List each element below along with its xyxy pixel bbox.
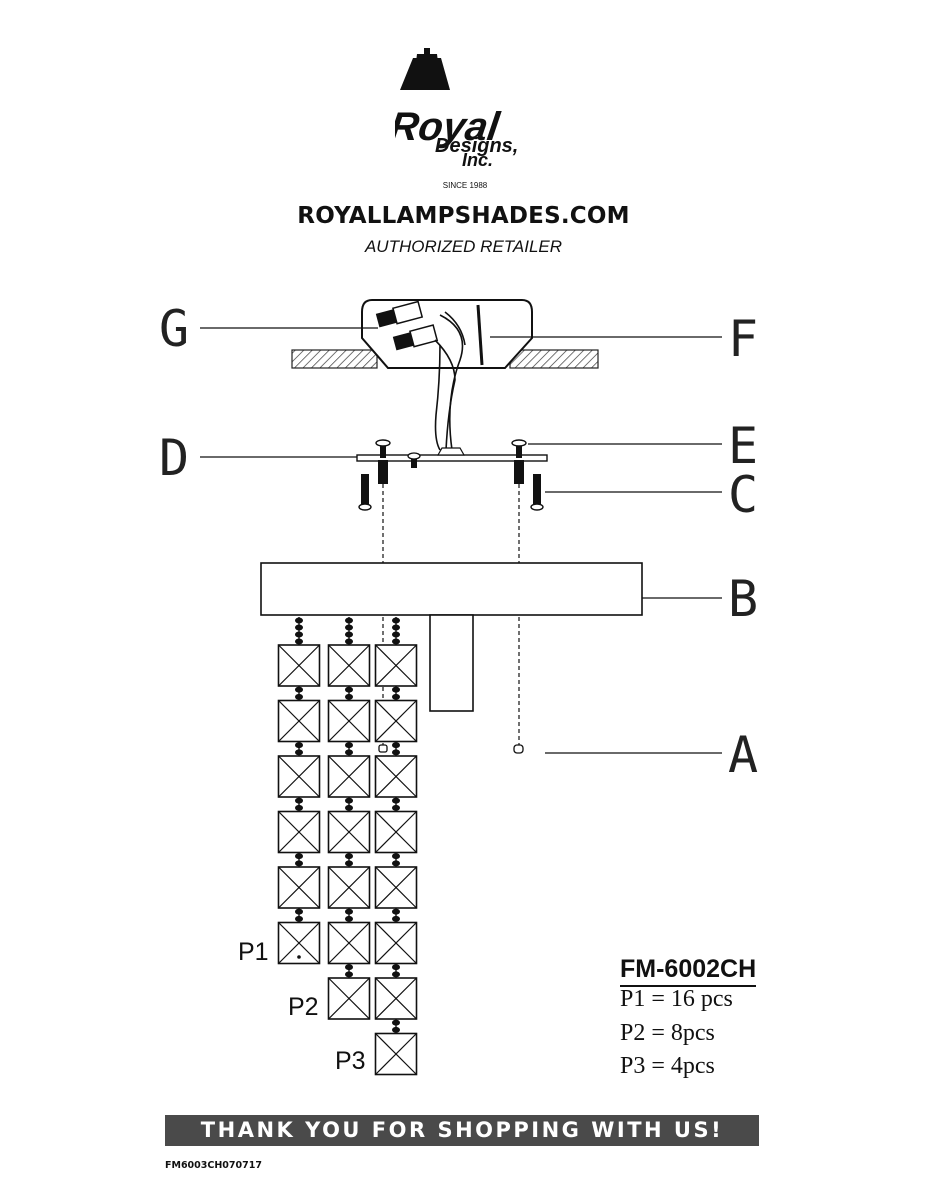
crystal-prism xyxy=(277,866,321,909)
model-number: FM-6002CH xyxy=(620,955,757,987)
crystal-prism xyxy=(327,977,371,1020)
crystal-link xyxy=(392,908,400,923)
canopy xyxy=(260,562,643,616)
mounting-strap xyxy=(356,447,548,462)
crystal-prism xyxy=(327,866,371,909)
crystal-prism xyxy=(327,810,371,854)
callout-g: G xyxy=(159,300,190,358)
callout-c: C xyxy=(728,466,759,524)
crystal-link xyxy=(392,852,400,867)
p1-count: P1 = 16 pcs xyxy=(620,986,733,1012)
crystal-prism xyxy=(374,644,418,687)
crystal-prism xyxy=(277,810,321,854)
crystal-link xyxy=(295,908,303,923)
crystal-link xyxy=(392,1019,400,1034)
crystal-link xyxy=(345,741,353,756)
crystal-link xyxy=(295,741,303,756)
crystal-link xyxy=(392,617,400,645)
crystal-link xyxy=(392,963,400,978)
logo-brand-line1: Royal xyxy=(395,104,503,149)
crystal-link xyxy=(295,617,303,645)
logo-brand-line2: Designs, xyxy=(435,135,518,157)
crystal-link xyxy=(295,852,303,867)
crystal-prism xyxy=(277,644,321,687)
part-label-p1: P1 xyxy=(238,938,269,966)
crystal-prism xyxy=(327,921,371,965)
mounting-bolts xyxy=(358,474,544,511)
p3-count: P3 = 4pcs xyxy=(620,1053,715,1079)
crystal-prism xyxy=(374,866,418,909)
callout-d: D xyxy=(159,429,190,487)
crystal-prism xyxy=(374,755,418,798)
callout-f: F xyxy=(728,310,759,368)
wire-connectors xyxy=(375,300,439,351)
part-label-p2: P2 xyxy=(288,993,319,1021)
crystal-link xyxy=(295,686,303,701)
retailer-subtitle: AUTHORIZED RETAILER xyxy=(364,237,563,256)
lamp-icon xyxy=(400,48,450,90)
cap-nuts xyxy=(378,744,524,754)
crystal-link xyxy=(295,797,303,812)
leader-lines xyxy=(200,327,722,754)
ceiling xyxy=(291,349,599,369)
crystal-prism xyxy=(374,921,418,965)
junction-box xyxy=(361,299,533,369)
crystal-link xyxy=(345,617,353,645)
royal-designs-logo: Royal Designs, Inc. SINCE 1988 xyxy=(395,48,518,190)
crystal-link xyxy=(392,797,400,812)
crystal-prism xyxy=(374,810,418,854)
crystal-link xyxy=(345,797,353,812)
part-label-p3: P3 xyxy=(335,1047,366,1075)
crystal-link xyxy=(345,686,353,701)
crystal-prism xyxy=(327,755,371,798)
callout-a: A xyxy=(728,726,759,784)
crystal-prism xyxy=(374,977,418,1020)
light-socket xyxy=(429,614,474,712)
crystal-prism xyxy=(327,699,371,743)
crystal-link xyxy=(392,741,400,756)
p2-count: P2 = 8pcs xyxy=(620,1020,715,1046)
logo-since: SINCE 1988 xyxy=(443,181,488,190)
website-url: ROYALLAMPSHADES.COM xyxy=(297,203,630,229)
crystal-link xyxy=(392,686,400,701)
crystal-prism xyxy=(374,1032,418,1076)
thank-you-banner: THANK YOU FOR SHOPPING WITH US! xyxy=(165,1115,759,1146)
crystal-prism xyxy=(374,699,418,743)
crystal-strands xyxy=(277,617,418,1076)
callout-e: E xyxy=(728,417,759,475)
mounting-screws xyxy=(375,439,527,484)
logo-brand-line3: Inc. xyxy=(462,150,493,170)
crystal-link xyxy=(345,908,353,923)
document-code: FM6003CH070717 xyxy=(165,1160,262,1171)
crystal-link xyxy=(345,963,353,978)
crystal-marker-dot xyxy=(297,955,301,959)
callout-b: B xyxy=(728,570,759,628)
crystal-prism xyxy=(277,755,321,798)
crystal-prism xyxy=(327,644,371,687)
wires xyxy=(434,311,466,451)
crystal-prism xyxy=(277,699,321,743)
crystal-link xyxy=(345,852,353,867)
